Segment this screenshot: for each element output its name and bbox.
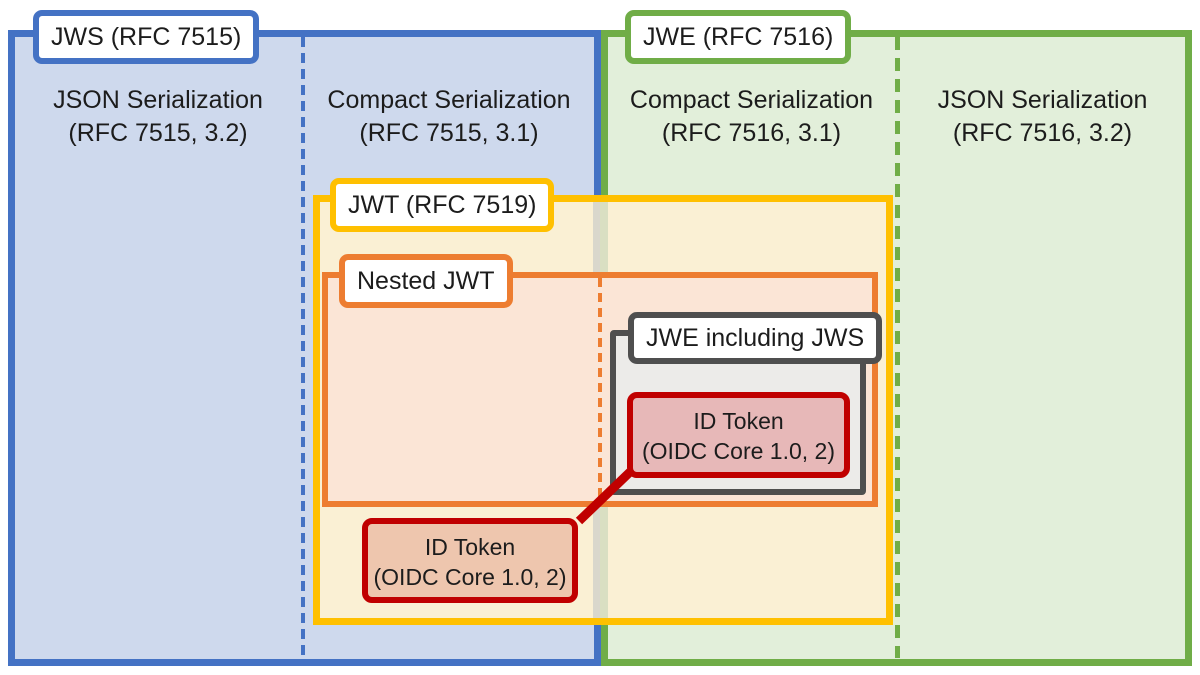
caption-line: Compact Serialization — [327, 86, 571, 114]
jws-compact-serialization-caption: Compact Serialization (RFC 7515, 3.1) — [305, 84, 593, 150]
caption-line: (RFC 7515, 3.2) — [68, 119, 248, 147]
id-token-box-signed: ID Token (OIDC Core 1.0, 2) — [362, 518, 578, 603]
caption-line: (RFC 7516, 3.1) — [661, 119, 842, 147]
jws-label: JWS (RFC 7515) — [33, 10, 260, 64]
nested-jwt-label: Nested JWT — [339, 254, 513, 308]
id-token-line: ID Token — [693, 408, 784, 434]
jwe-including-jws-label: JWE including JWS — [628, 312, 883, 364]
id-token-line: ID Token — [424, 534, 516, 560]
jwe-serialization-divider-dashed-line — [895, 37, 900, 658]
id-token-box-encrypted: ID Token (OIDC Core 1.0, 2) — [627, 392, 850, 478]
jwe-json-serialization-caption: JSON Serialization (RFC 7516, 3.2) — [900, 84, 1185, 150]
caption-line: JSON Serialization — [937, 86, 1148, 114]
jwt-label: JWT (RFC 7519) — [330, 178, 555, 232]
caption-line: JSON Serialization — [53, 86, 263, 114]
id-token-line: (OIDC Core 1.0, 2) — [373, 564, 567, 590]
caption-line: (RFC 7515, 3.1) — [359, 119, 539, 147]
jws-json-serialization-caption: JSON Serialization (RFC 7515, 3.2) — [15, 84, 301, 150]
id-token-line: (OIDC Core 1.0, 2) — [642, 438, 835, 464]
jws-serialization-divider-dashed-line — [301, 37, 305, 658]
caption-line: Compact Serialization — [629, 86, 874, 114]
nested-jwt-divider-dashed-line — [598, 278, 602, 501]
jwe-compact-serialization-caption: Compact Serialization (RFC 7516, 3.1) — [608, 84, 895, 150]
jwe-label: JWE (RFC 7516) — [625, 10, 852, 64]
caption-line: (RFC 7516, 3.2) — [952, 119, 1133, 147]
